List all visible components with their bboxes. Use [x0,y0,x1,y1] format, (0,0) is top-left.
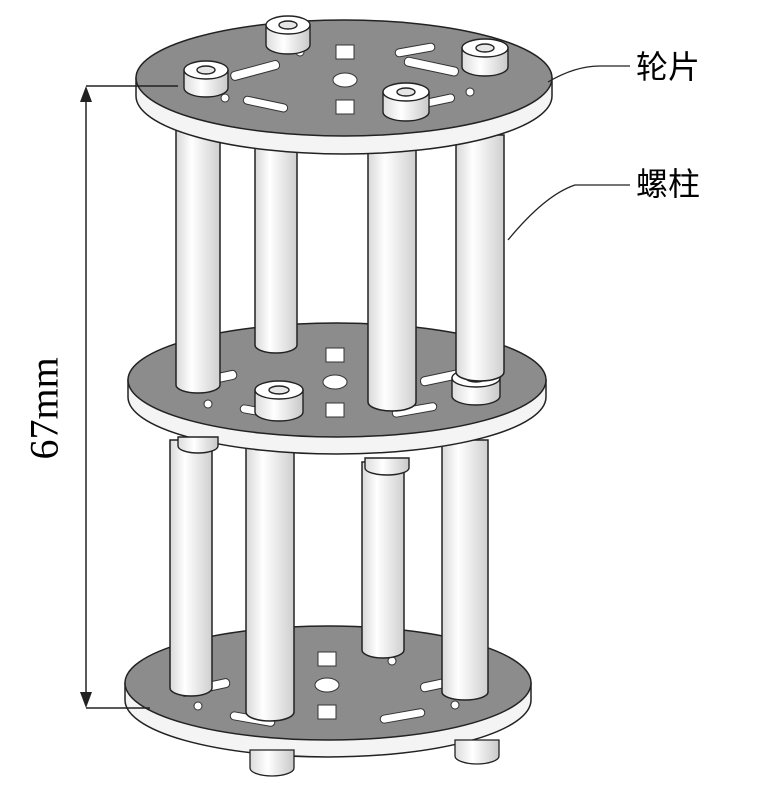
dimension-arrow-bottom [80,692,92,708]
dimension-arrow-top [80,86,92,102]
bottom-plate [124,625,532,758]
dimension-label: 67mm [21,357,67,460]
upper-posts [175,129,505,412]
plate-label: 轮片 [636,48,701,86]
leader-lines [507,65,630,241]
lower-posts [169,439,489,722]
middle-plate [127,322,547,455]
post-leader-line [507,184,630,241]
height-dimension [80,85,178,709]
top-screw-heads [183,15,509,122]
plate-leader-line [547,65,630,83]
bottom-screw-heads [249,739,500,777]
post-label: 螺柱 [636,165,701,203]
